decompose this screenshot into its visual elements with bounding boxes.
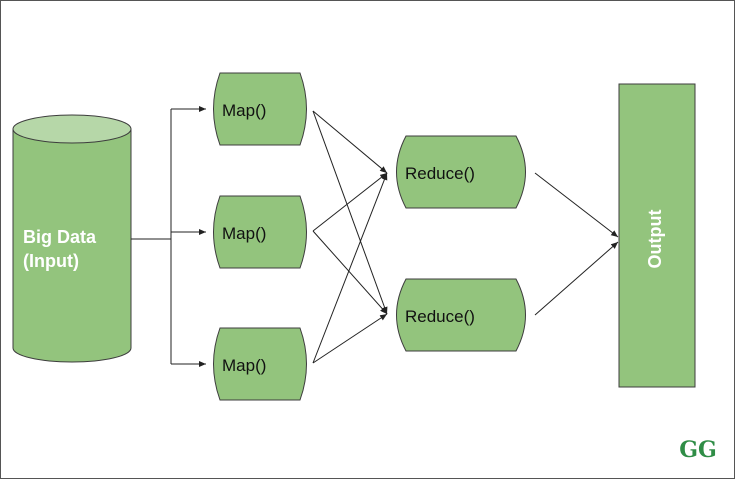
reduce-node-1: Reduce(): [396, 135, 526, 209]
output-label: Output: [645, 210, 665, 269]
input-edges: [131, 106, 206, 367]
map1-to-reduce2-edge: [312, 110, 388, 315]
map-reduce-edges: [312, 110, 388, 364]
map1-to-reduce1-edge: [312, 110, 388, 174]
input-label-line2: (Input): [23, 251, 79, 271]
map-label-1: Map(): [222, 101, 266, 120]
reduce1-to-output-edge: [534, 172, 619, 238]
map2-to-reduce1-edge: [312, 172, 388, 232]
map3-to-reduce2-edge: [312, 313, 388, 364]
gfg-logo-text: GG: [679, 437, 717, 463]
reduce-output-edges: [534, 172, 619, 316]
map2-to-reduce2-edge: [312, 230, 388, 315]
gfg-logo: GG: [679, 437, 717, 463]
map-node-1: Map(): [213, 72, 307, 146]
input-label-line1: Big Data: [23, 227, 97, 247]
reduce-label-2: Reduce(): [405, 307, 475, 326]
reduce-node-2: Reduce(): [396, 278, 526, 352]
reduce-label-1: Reduce(): [405, 164, 475, 183]
reduce2-to-output-edge: [534, 241, 619, 316]
input-cylinder: Big Data (Input): [12, 114, 132, 363]
map-label-2: Map(): [222, 224, 266, 243]
map-node-2: Map(): [213, 195, 307, 269]
map-label-3: Map(): [222, 356, 266, 375]
output-node: Output: [618, 83, 696, 388]
map3-to-reduce1-edge: [312, 172, 388, 364]
map-node-3: Map(): [213, 327, 307, 401]
